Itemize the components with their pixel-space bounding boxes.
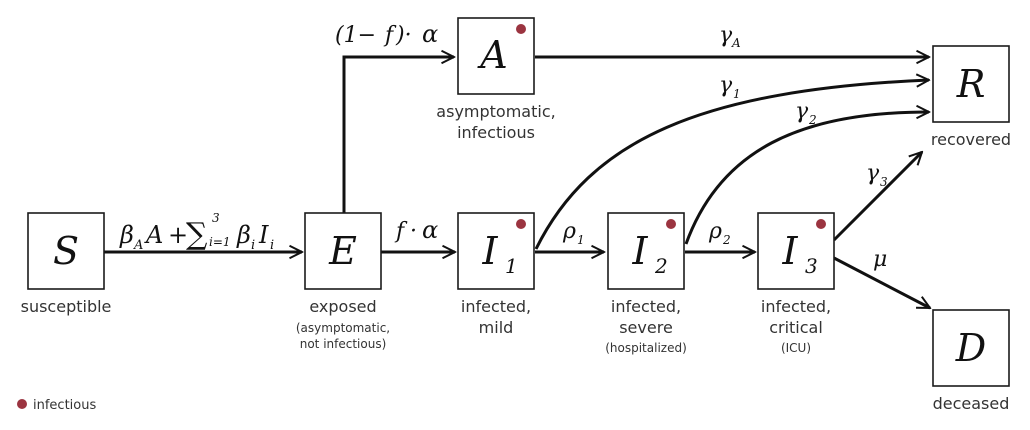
caption-exposed: exposed [309, 297, 376, 316]
caption-severe-note: (hospitalized) [605, 341, 687, 355]
rate-S-E-beta: β [119, 221, 134, 249]
node-I1-symbol: I [481, 229, 498, 273]
node-I2-symbol: I [631, 229, 648, 273]
rate-I3-R-gamma: γ [866, 161, 880, 186]
rate-I1-I2-rho: ρ [562, 219, 576, 244]
node-R-symbol: R [956, 62, 986, 106]
rate-I1-I2-sub: 1 [577, 233, 585, 247]
edge-I1-R [534, 80, 929, 250]
caption-asymptomatic-1: asymptomatic, [436, 102, 555, 121]
rate-E-A-alpha: α [422, 20, 438, 48]
node-D-symbol: D [955, 326, 986, 370]
infectious-dot-icon [516, 24, 526, 34]
node-I2: I 2 [607, 212, 685, 290]
rate-E-I1-f: f [394, 219, 408, 244]
edge-E-A [342, 57, 454, 213]
node-I1: I 1 [457, 212, 535, 290]
node-I3-symbol: I [781, 229, 798, 273]
rate-I2-R-sub: 2 [808, 113, 817, 127]
rate-E-A: (1− f )· α [335, 20, 438, 48]
caption-recovered: recovered [931, 130, 1011, 149]
rate-S-E-I: I [258, 221, 269, 249]
rate-I1-R-gamma: γ [719, 73, 733, 98]
node-I1-subscript: 1 [505, 254, 518, 278]
rate-A-R: γ A [719, 23, 741, 50]
rate-A-R-sub: A [731, 36, 741, 50]
caption-critical-1: infected, [761, 297, 831, 316]
rate-S-E-beta-i-sub: i [251, 238, 255, 253]
rate-I3-D: μ [873, 247, 887, 272]
caption-mild-2: mild [479, 318, 514, 337]
caption-severe-1: infected, [611, 297, 681, 316]
rate-I2-I3-sub: 2 [722, 233, 731, 247]
node-R: R [932, 45, 1010, 123]
node-I2-subscript: 2 [654, 254, 668, 278]
node-D: D [932, 309, 1010, 387]
caption-severe-2: severe [619, 318, 673, 337]
node-S: S [27, 212, 105, 290]
rate-S-E-plus: + [168, 221, 188, 249]
caption-exposed-note-1: (asymptomatic, [296, 321, 390, 335]
rate-I2-R: γ 2 [795, 99, 817, 127]
rate-S-E-beta-sub: A [133, 238, 143, 253]
caption-deceased: deceased [933, 394, 1010, 413]
infectious-dot-icon [516, 219, 526, 229]
rate-S-E-sum: ∑ [186, 217, 208, 252]
caption-critical-2: critical [769, 318, 823, 337]
rate-S-E-A: A [144, 221, 163, 249]
rate-A-R-gamma: γ [719, 23, 733, 48]
caption-susceptible: susceptible [21, 297, 112, 316]
rate-S-E-I-sub: i [270, 238, 274, 253]
rate-I3-R: γ 3 [866, 161, 888, 189]
node-E: E [304, 212, 382, 290]
rate-E-I1-dot: · [410, 219, 417, 244]
infectious-dot-icon [666, 219, 676, 229]
rate-S-E-beta-i: β [236, 221, 251, 249]
rate-I3-D-mu: μ [873, 247, 887, 272]
rate-I1-I2: ρ 1 [562, 219, 585, 247]
rate-S-E-sum-sup: 3 [212, 211, 220, 225]
rate-I1-R: γ 1 [719, 73, 741, 101]
rate-I1-R-sub: 1 [733, 87, 741, 101]
legend: infectious [17, 398, 96, 413]
edge-I3-D [833, 256, 930, 310]
caption-exposed-note-2: not infectious) [300, 337, 387, 351]
node-E-symbol: E [328, 229, 357, 273]
rate-E-A-open: (1− [335, 23, 376, 48]
infectious-dot-icon [17, 399, 27, 409]
rate-I3-R-sub: 3 [880, 175, 888, 189]
node-S-symbol: S [53, 229, 79, 273]
infectious-dot-icon [816, 219, 826, 229]
rate-I2-I3: ρ 2 [708, 219, 731, 247]
rate-S-E-sum-sub: i=1 [209, 235, 231, 249]
caption-asymptomatic-2: infectious [457, 123, 535, 142]
node-I3-subscript: 3 [805, 254, 818, 278]
rate-E-I1: f · α [394, 216, 438, 244]
rate-S-E: β A A + ∑ 3 i=1 β i I i [119, 211, 274, 253]
caption-critical-note: (ICU) [781, 341, 811, 355]
edge-I3-R [832, 152, 922, 242]
node-A-symbol: A [477, 33, 507, 77]
rate-E-A-close: )· [395, 23, 412, 48]
legend-label: infectious [33, 398, 96, 413]
rate-E-I1-alpha: α [422, 216, 438, 244]
caption-mild-1: infected, [461, 297, 531, 316]
node-I3: I 3 [757, 212, 835, 290]
edge-I2-R [684, 112, 929, 245]
rate-I2-R-gamma: γ [795, 99, 809, 124]
node-A: A [457, 17, 535, 95]
rate-I2-I3-rho: ρ [708, 219, 722, 244]
rate-E-A-f: f [383, 23, 397, 48]
